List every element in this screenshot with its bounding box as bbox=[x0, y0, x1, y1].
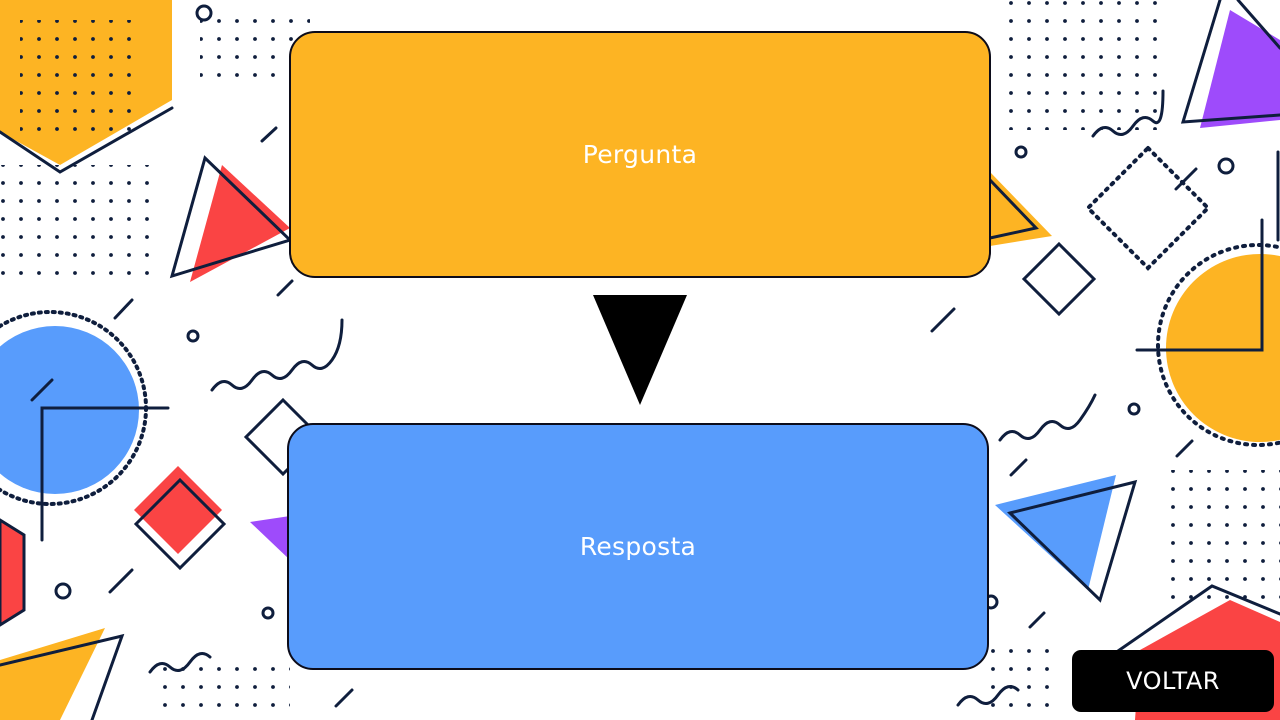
question-label: Pergunta bbox=[582, 140, 698, 169]
down-triangle-arrow-icon bbox=[593, 295, 687, 405]
question-card[interactable]: Pergunta bbox=[289, 31, 991, 278]
answer-label: Resposta bbox=[579, 532, 697, 561]
back-button-label: VOLTAR bbox=[1126, 667, 1220, 695]
answer-card[interactable]: Resposta bbox=[287, 423, 989, 670]
back-button[interactable]: VOLTAR bbox=[1072, 650, 1274, 712]
